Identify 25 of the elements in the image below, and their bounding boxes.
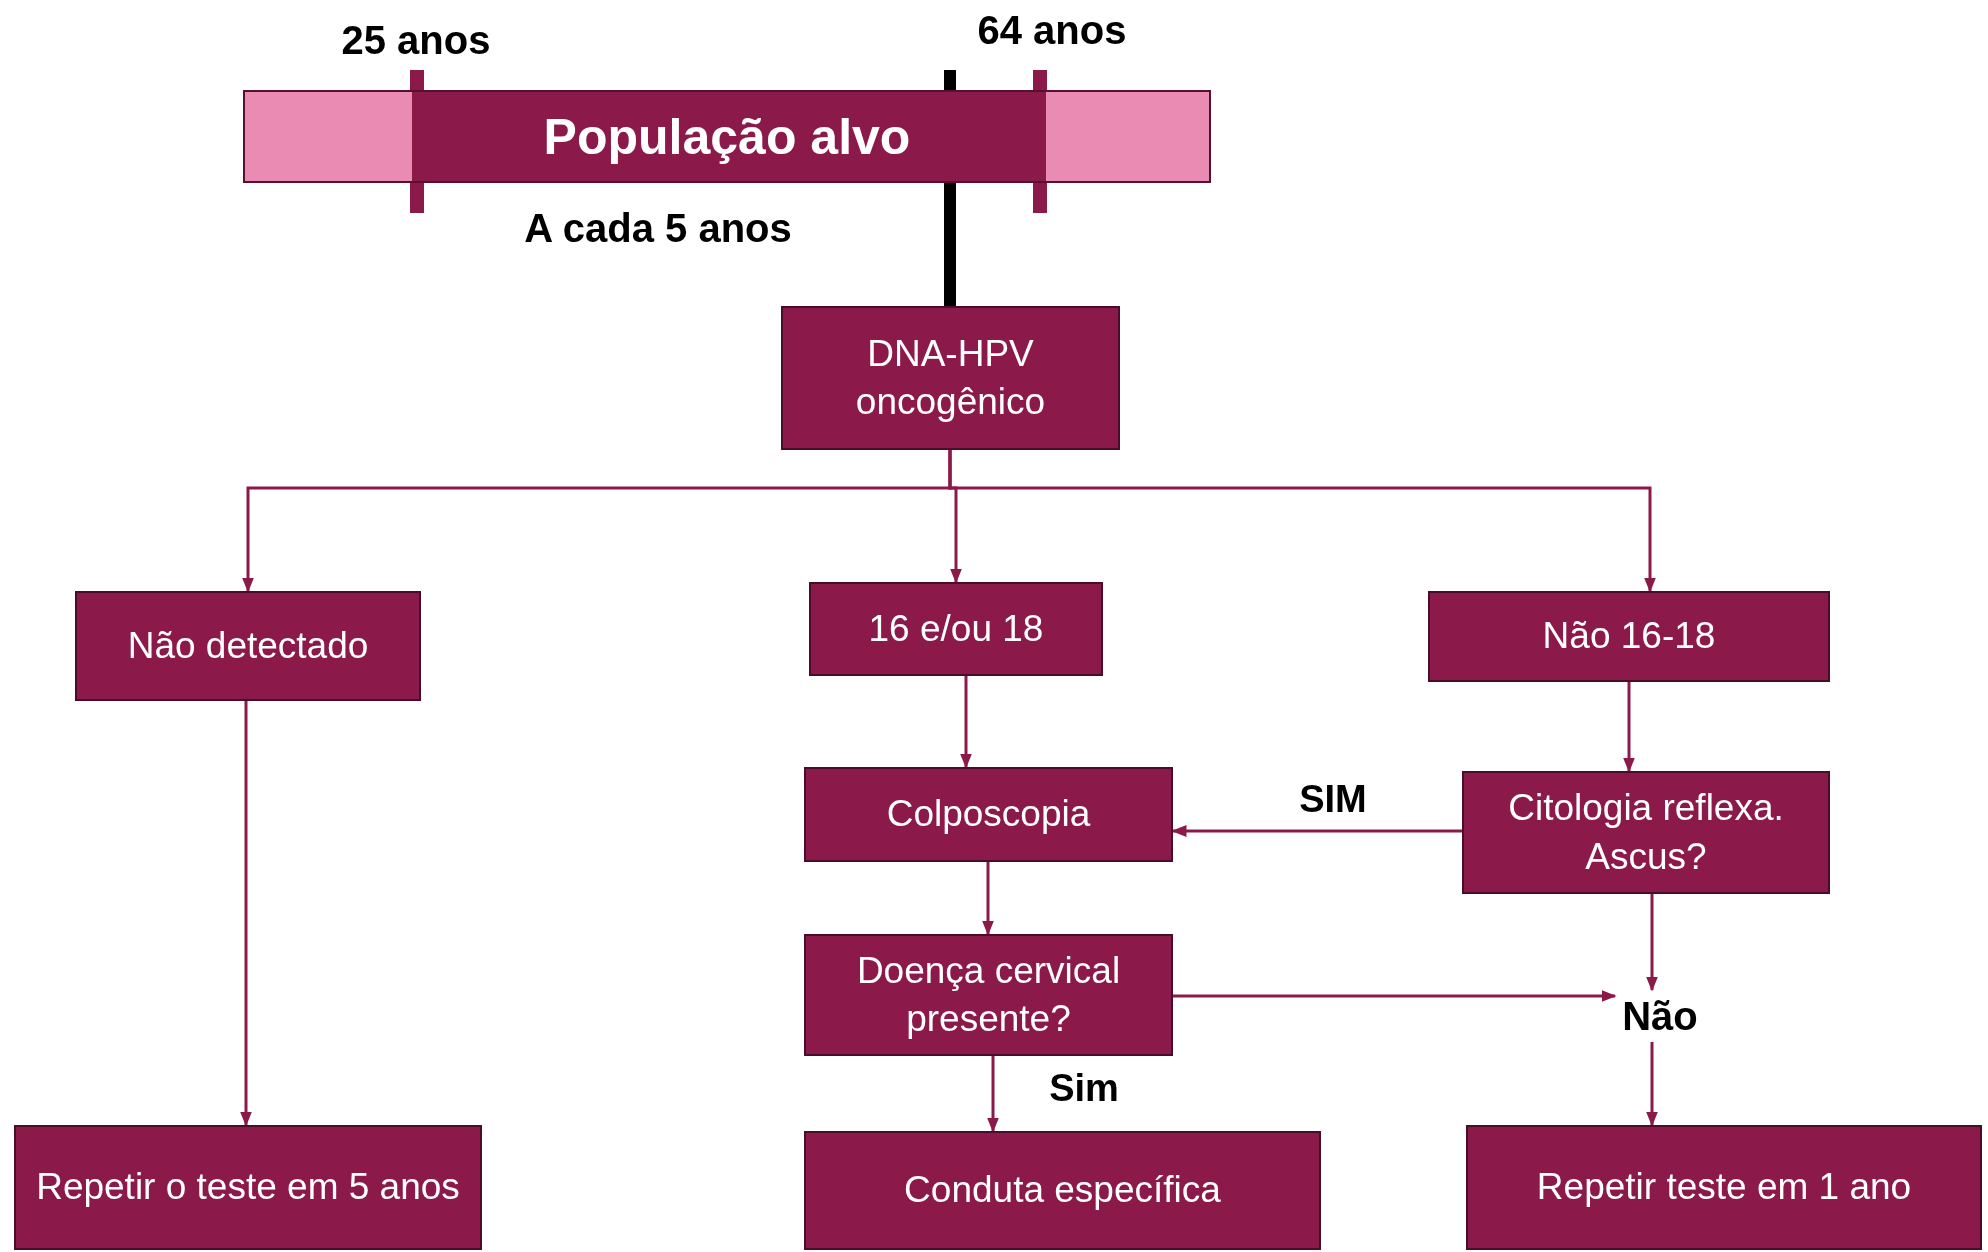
age-label: 25 anos bbox=[341, 17, 491, 63]
population-band: População alvo bbox=[243, 90, 1211, 183]
arrow bbox=[960, 676, 972, 769]
arrow bbox=[1173, 990, 1617, 1002]
process-box: Citologia reflexa. Ascus? bbox=[1462, 771, 1830, 894]
process-box: Colposcopia bbox=[804, 767, 1173, 862]
process-box: Não detectado bbox=[75, 591, 421, 701]
process-box: 16 e/ou 18 bbox=[809, 582, 1103, 676]
process-box: Doença cervical presente? bbox=[804, 934, 1173, 1056]
arrow bbox=[1623, 682, 1635, 773]
arrow bbox=[240, 701, 252, 1127]
arrow bbox=[1646, 894, 1658, 992]
process-box: DNA-HPV oncogênico bbox=[781, 306, 1120, 450]
connector-line bbox=[944, 183, 956, 306]
age-label: 64 anos bbox=[977, 7, 1127, 53]
arrow bbox=[987, 1056, 999, 1133]
arrow bbox=[948, 450, 1656, 593]
process-box: Repetir o teste em 5 anos bbox=[14, 1125, 482, 1250]
outcome-text: Não bbox=[1615, 990, 1705, 1042]
arrow bbox=[1646, 1042, 1658, 1127]
process-box: Não 16-18 bbox=[1428, 591, 1830, 682]
process-box: Conduta específica bbox=[804, 1131, 1321, 1250]
process-box: Repetir teste em 1 ano bbox=[1466, 1125, 1982, 1250]
arrow bbox=[982, 862, 994, 936]
age-label: A cada 5 anos bbox=[524, 205, 792, 251]
